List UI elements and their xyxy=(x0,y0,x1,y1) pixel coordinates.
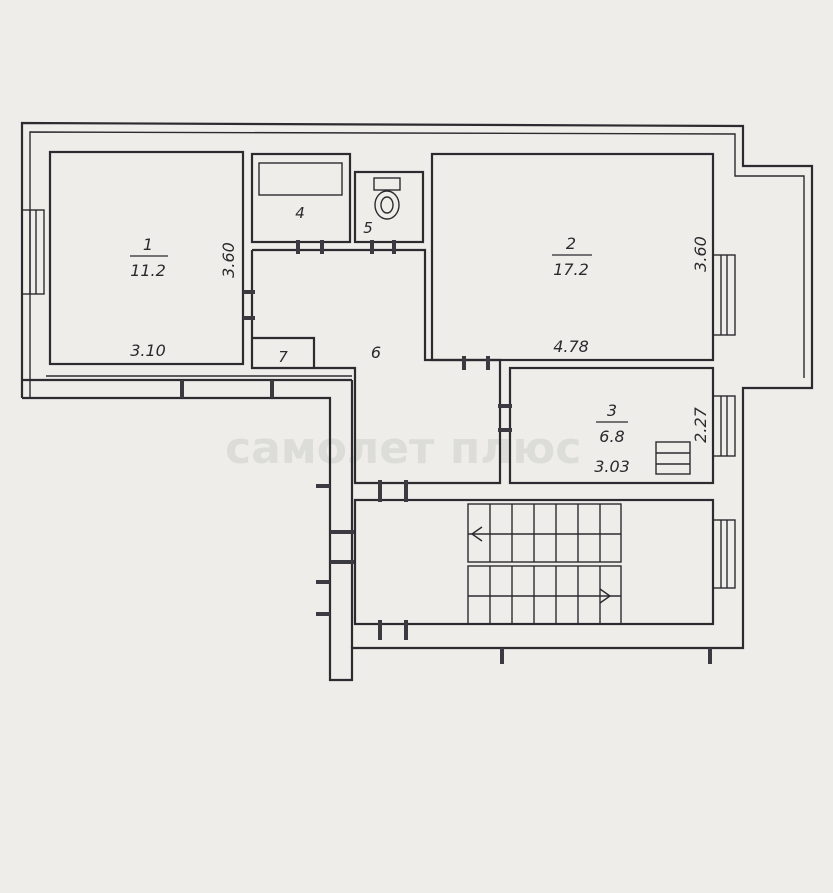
door-markers xyxy=(180,240,712,664)
room-7-number: 7 xyxy=(278,348,288,366)
toilet-icon xyxy=(373,177,401,220)
room-2-number: 2 xyxy=(566,234,576,253)
room-4-number: 4 xyxy=(295,204,305,222)
room-6-outline xyxy=(250,248,502,485)
room-1-height-dimension: 3.60 xyxy=(219,242,238,278)
room-3-number: 3 xyxy=(607,401,617,420)
room-7-outline xyxy=(252,336,316,368)
watermark-text: самолет плюс xyxy=(225,423,581,474)
outer-walls xyxy=(20,121,814,682)
room-1-outline xyxy=(48,150,245,366)
stairs-icon xyxy=(467,503,622,625)
room-3-area: 6.8 xyxy=(599,427,624,446)
bathtub-icon xyxy=(258,162,343,196)
room-1-width-dimension: 3.10 xyxy=(130,341,166,360)
room-1-area: 11.2 xyxy=(130,261,166,280)
room-3-height-dimension: 2.27 xyxy=(691,406,710,442)
room-2-area: 17.2 xyxy=(553,260,589,279)
room-5-number: 5 xyxy=(363,219,373,237)
room-2-outline xyxy=(430,152,715,362)
room-5-outline xyxy=(353,170,425,244)
room-6-number: 6 xyxy=(371,343,381,362)
room-3-width-dimension: 3.03 xyxy=(594,457,630,476)
windows xyxy=(21,209,736,589)
room-1-number: 1 xyxy=(143,235,153,254)
radiator-icon xyxy=(655,441,691,475)
room-4-outline xyxy=(250,152,352,244)
room-2-width-dimension: 4.78 xyxy=(553,337,589,356)
room-2-height-dimension: 3.60 xyxy=(691,236,710,272)
